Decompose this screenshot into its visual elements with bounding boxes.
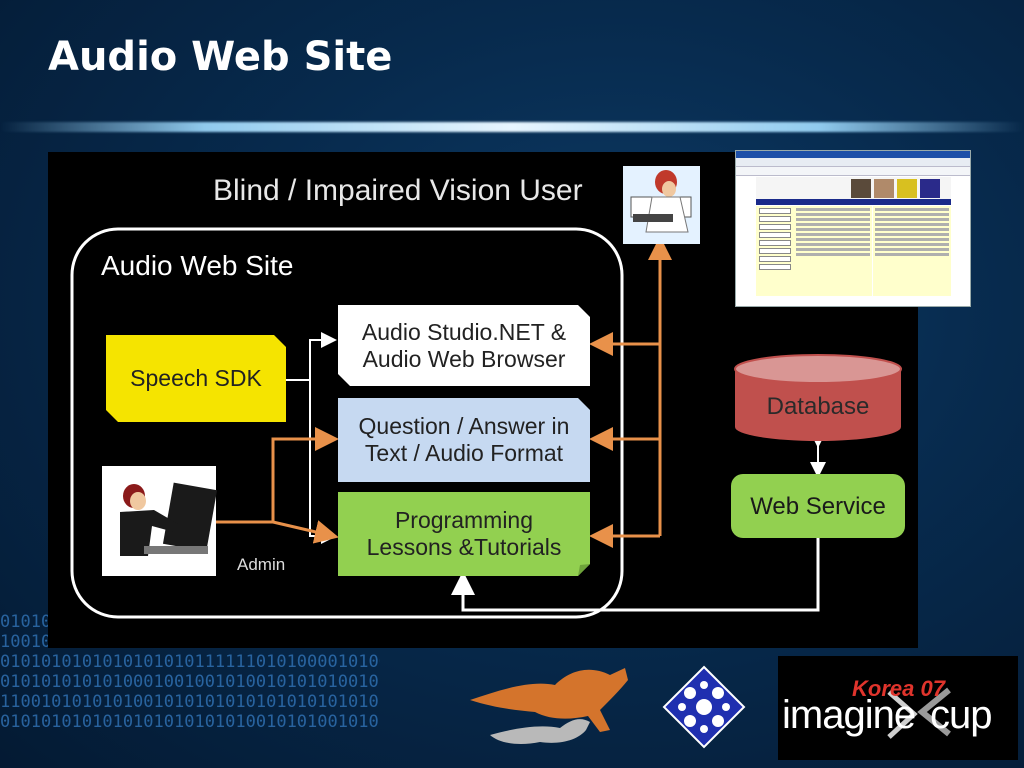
qa-box: Question / Answer in Text / Audio Format: [338, 398, 590, 482]
audio-studio-box: Audio Studio.NET & Audio Web Browser: [338, 305, 590, 386]
audio-studio-line1: Audio Studio.NET &: [361, 318, 567, 345]
lessons-line2: Lessons &Tutorials: [366, 534, 562, 560]
lessons-fold: [578, 564, 590, 576]
lessons-box: Programming Lessons &Tutorials: [338, 492, 590, 576]
user-label: Blind / Impaired Vision User: [213, 174, 583, 207]
web-service-label: Web Service: [750, 492, 886, 520]
korea-logo-text: Korea 07: [852, 676, 945, 701]
cross-diamond-logo: [662, 665, 746, 749]
ws-to-lessons-connector: [451, 538, 820, 612]
web-service-shape: [731, 474, 905, 538]
imagine-cup-x-mark: [887, 687, 951, 739]
site-container: [70, 227, 624, 619]
title-rule: [0, 122, 1024, 132]
admin-to-qa-connector: [216, 427, 339, 524]
admin-to-lessons-connector: [272, 520, 339, 544]
qa-line1: Question / Answer in: [358, 413, 570, 439]
site-label: Audio Web Site: [101, 250, 294, 281]
kangaroo-logo: [470, 668, 628, 744]
diagram-panel: Blind / Impaired Vision User Audio Web S…: [48, 152, 918, 648]
qa-line2: Text / Audio Format: [364, 440, 564, 466]
database-top: [734, 354, 902, 384]
imagine-logo-text: imagine: [782, 693, 916, 737]
qa-shape: [338, 398, 590, 482]
sdk-to-lessons-connector: [309, 380, 337, 544]
lessons-line1: Programming: [394, 507, 534, 533]
database-label: Database: [766, 392, 870, 420]
speech-sdk-label: Speech SDK: [130, 365, 262, 391]
sdk-to-studio-connector: [286, 332, 337, 381]
database-shape: [735, 369, 901, 441]
diagram-connectors: [70, 166, 905, 619]
speech-sdk-shape: [106, 335, 286, 422]
website-screenshot-thumbnail: [735, 150, 971, 307]
cup-logo-text: cup: [930, 693, 992, 737]
imagine-cup-logo: [778, 656, 1018, 760]
audio-studio-line2: Audio Web Browser: [362, 345, 566, 372]
audio-studio-shape: [338, 305, 590, 386]
lessons-shape: [338, 492, 590, 576]
admin-label: Admin: [237, 555, 286, 574]
slide-title: Audio Web Site: [48, 34, 393, 80]
